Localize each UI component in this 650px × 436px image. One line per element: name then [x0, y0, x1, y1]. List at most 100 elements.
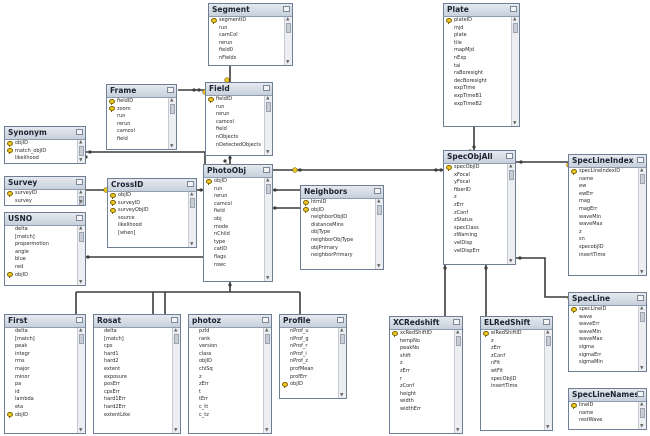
table-title[interactable]: Plate — [444, 4, 519, 17]
column-row[interactable]: fieldID — [206, 96, 272, 104]
scroll-up-icon[interactable]: ▲ — [546, 330, 550, 335]
column-row[interactable]: posErr — [94, 381, 180, 389]
column-row[interactable]: neighborObjType — [301, 237, 383, 245]
column-row[interactable]: mode — [204, 224, 272, 232]
column-row[interactable]: name — [569, 410, 646, 418]
scroll-thumb[interactable] — [266, 102, 271, 112]
column-row[interactable]: xFocal — [444, 172, 515, 180]
scroll-down-icon[interactable]: ▼ — [456, 428, 460, 433]
column-row[interactable]: wtFit — [481, 368, 552, 376]
column-row[interactable]: c_tz — [189, 412, 271, 420]
column-row[interactable]: profErr — [280, 374, 346, 382]
column-row[interactable]: objID — [5, 412, 85, 420]
column-row[interactable]: nDetectedObjects — [206, 142, 272, 150]
window-icon[interactable] — [637, 295, 644, 301]
column-row[interactable]: run — [206, 104, 272, 112]
column-row[interactable]: mapMjd — [444, 47, 519, 55]
column-row[interactable]: surveyObjID — [108, 207, 196, 215]
column-row[interactable]: shift — [390, 353, 462, 361]
column-row[interactable]: segmentID — [209, 17, 292, 25]
column-row[interactable]: specObjID — [481, 376, 552, 384]
column-row[interactable]: restWave — [569, 417, 646, 425]
scroll-up-icon[interactable]: ▲ — [640, 168, 644, 173]
column-row[interactable]: blue — [5, 256, 85, 264]
column-row[interactable]: objID — [189, 358, 271, 366]
column-row[interactable]: zErr — [390, 368, 462, 376]
scroll-up-icon[interactable]: ▲ — [266, 178, 270, 183]
scroll-up-icon[interactable]: ▲ — [79, 140, 83, 145]
scroll-thumb[interactable] — [377, 205, 382, 215]
column-row[interactable]: nFit — [481, 360, 552, 368]
scrollbar[interactable]: ▲▼ — [284, 17, 292, 65]
column-row[interactable]: surveyID — [5, 190, 85, 198]
column-row[interactable]: xcRedShiftID — [390, 330, 462, 338]
scroll-thumb[interactable] — [513, 23, 518, 33]
column-row[interactable]: r — [390, 376, 462, 384]
column-row[interactable]: z — [390, 360, 462, 368]
column-row[interactable]: sigmaErr — [569, 352, 646, 360]
scroll-up-icon[interactable]: ▲ — [340, 328, 344, 333]
scrollbar[interactable]: ▲▼ — [338, 328, 346, 398]
table-title[interactable]: SpecObjAll — [444, 151, 515, 164]
column-row[interactable]: angle — [5, 249, 85, 257]
column-row[interactable]: nProf_r — [280, 343, 346, 351]
scroll-down-icon[interactable]: ▼ — [509, 259, 513, 264]
window-icon[interactable] — [374, 188, 381, 194]
column-row[interactable]: [match] — [94, 336, 180, 344]
column-row[interactable]: zStatus — [444, 217, 515, 225]
table-title[interactable]: XCRedshift — [390, 317, 462, 330]
column-row[interactable]: tempNo — [390, 338, 462, 346]
table-title[interactable]: First — [5, 315, 85, 328]
column-row[interactable]: insertTime — [569, 252, 646, 260]
column-row[interactable]: [match] — [5, 234, 85, 242]
column-row[interactable]: survey — [5, 198, 85, 205]
column-row[interactable]: hard1 — [94, 351, 180, 359]
column-row[interactable]: neighborPrimary — [301, 252, 383, 260]
column-row[interactable]: waveMax — [569, 336, 646, 344]
column-row[interactable]: chiSq — [189, 366, 271, 374]
column-row[interactable]: widthErr — [390, 406, 462, 414]
column-row[interactable]: plateID — [444, 17, 519, 25]
scroll-down-icon[interactable]: ▼ — [79, 200, 83, 205]
column-row[interactable]: waveMin — [569, 329, 646, 337]
scroll-up-icon[interactable]: ▲ — [513, 17, 517, 22]
column-row[interactable]: rank — [189, 336, 271, 344]
scroll-down-icon[interactable]: ▼ — [546, 425, 550, 430]
scroll-up-icon[interactable]: ▲ — [456, 330, 460, 335]
scroll-down-icon[interactable]: ▼ — [340, 393, 344, 398]
column-row[interactable]: catID — [204, 246, 272, 254]
scroll-up-icon[interactable]: ▲ — [79, 328, 83, 333]
table-title[interactable]: Synonym — [5, 127, 85, 140]
column-row[interactable]: red — [5, 264, 85, 272]
window-icon[interactable] — [171, 317, 178, 323]
window-icon[interactable] — [453, 319, 460, 325]
column-row[interactable]: source — [108, 215, 196, 223]
column-row[interactable]: nProf_i — [280, 351, 346, 359]
column-row[interactable]: [match] — [5, 336, 85, 344]
scrollbar[interactable]: ▲▼ — [188, 192, 196, 247]
column-row[interactable]: zConf — [444, 210, 515, 218]
column-row[interactable]: distanceMins — [301, 222, 383, 230]
column-row[interactable]: ew — [569, 183, 646, 191]
column-row[interactable]: camcol — [206, 119, 272, 127]
scroll-down-icon[interactable]: ▼ — [286, 60, 290, 65]
column-row[interactable]: waveErr — [569, 321, 646, 329]
column-row[interactable]: t — [189, 389, 271, 397]
scrollbar[interactable]: ▲▼ — [77, 328, 85, 433]
column-row[interactable]: z — [481, 338, 552, 346]
column-row[interactable]: camCol — [209, 32, 292, 40]
scroll-up-icon[interactable]: ▲ — [266, 96, 270, 101]
column-row[interactable]: sigma — [569, 344, 646, 352]
scroll-up-icon[interactable]: ▲ — [265, 328, 269, 333]
column-row[interactable]: delta — [5, 226, 85, 234]
column-row[interactable]: hard1Err — [94, 396, 180, 404]
column-row[interactable]: nFields — [209, 55, 292, 63]
column-row[interactable]: specClass — [444, 225, 515, 233]
column-row[interactable]: camcol — [204, 201, 272, 209]
